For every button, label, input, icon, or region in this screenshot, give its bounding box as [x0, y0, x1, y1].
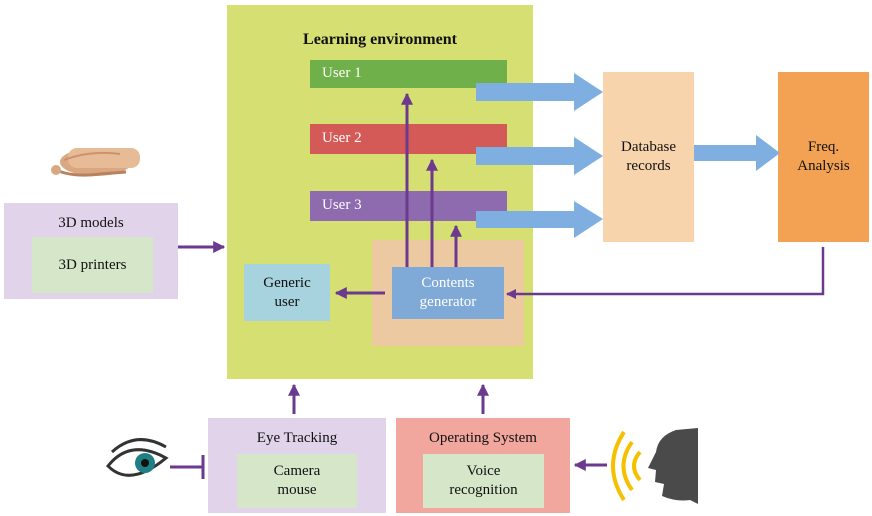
- 3d-printers-label: 3D printers: [58, 256, 127, 273]
- eye-tracking-title: Eye Tracking: [256, 430, 338, 446]
- user-2-label: User 2: [322, 130, 362, 146]
- eye-icon: [105, 438, 169, 477]
- contents-generator-label: Contents generator: [419, 275, 477, 310]
- freq-feedback-arrow: [506, 247, 825, 299]
- user-1-label: User 1: [322, 65, 362, 81]
- user1-to-database-arrow: [476, 73, 603, 111]
- user-1-bar: User 1: [310, 60, 507, 88]
- database-to-freq-arrow: [694, 135, 780, 171]
- user2-to-database-arrow: [476, 137, 603, 175]
- eye-to-tracking-connector: [170, 455, 205, 479]
- hand-icon: [51, 148, 140, 177]
- operating-system-title: Operating System: [429, 430, 537, 446]
- eye-tracking-box: Eye Tracking Camera mouse: [208, 418, 386, 513]
- contents-generator: Contents generator: [392, 267, 504, 319]
- speaking-head-icon: [648, 428, 698, 504]
- freq-analysis: Freq. Analysis: [778, 72, 869, 242]
- camera-mouse-label: Camera mouse: [273, 463, 321, 498]
- generic-user-label: Generic user: [263, 274, 311, 310]
- generic-user: Generic user: [244, 264, 330, 321]
- 3d-printers-box: 3D printers: [32, 237, 153, 293]
- database-records-label: Database records: [621, 139, 676, 174]
- camera-mouse-box: Camera mouse: [237, 454, 357, 508]
- voice-recognition-label: Voice recognition: [449, 463, 518, 498]
- database-records: Database records: [603, 72, 694, 242]
- user-3-label: User 3: [322, 197, 362, 213]
- freq-analysis-label: Freq. Analysis: [797, 139, 850, 174]
- operating-system-box: Operating System Voice recognition: [396, 418, 570, 513]
- 3d-models-box: 3D models 3D printers: [4, 203, 178, 299]
- sound-waves-icon: [611, 430, 642, 502]
- environment-title: Learning environment: [303, 31, 457, 48]
- 3d-models-title: 3D models: [58, 215, 124, 231]
- voice-recognition-box: Voice recognition: [423, 454, 544, 508]
- user3-to-database-arrow: [476, 201, 603, 238]
